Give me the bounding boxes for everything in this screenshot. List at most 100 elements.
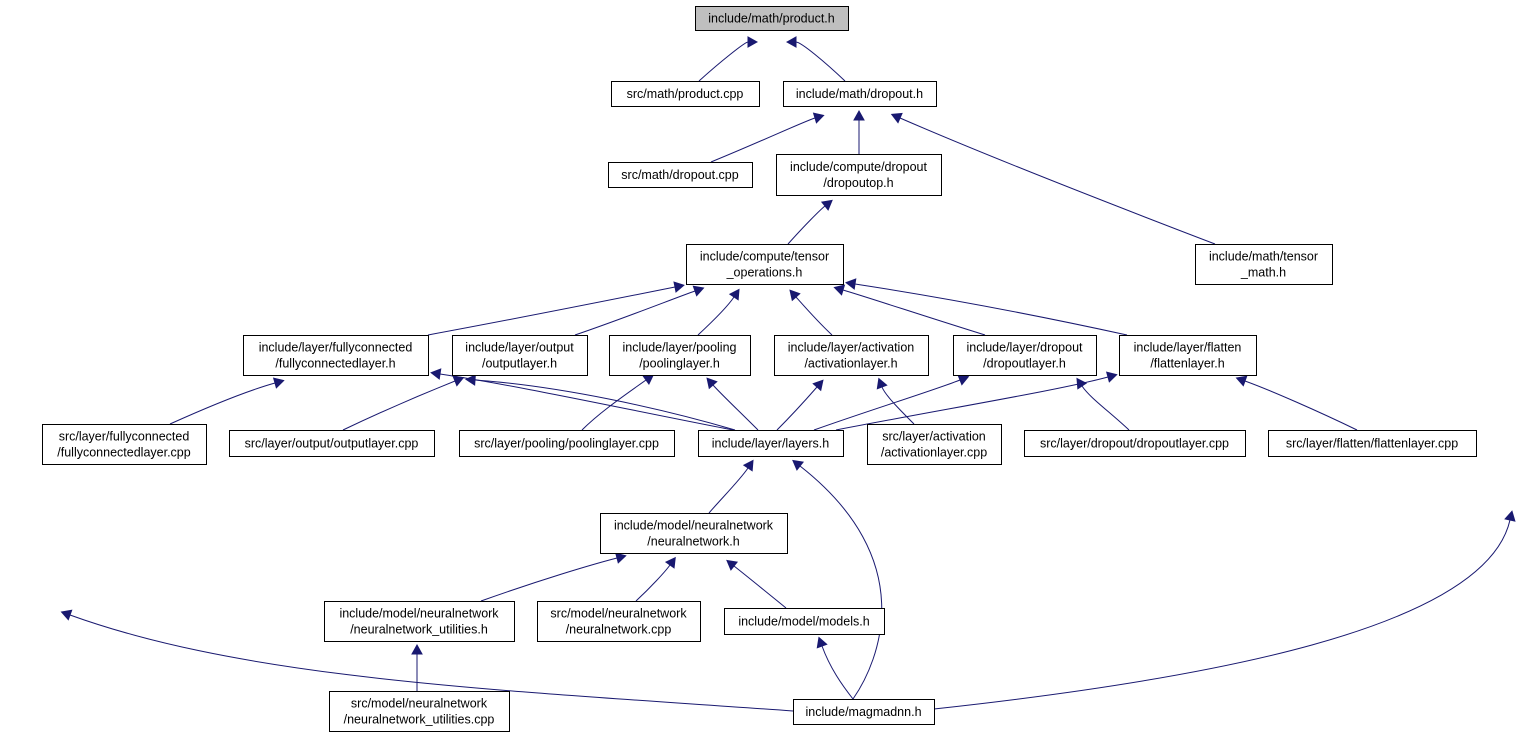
node-layers-h[interactable]: include/layer/layers.h xyxy=(698,430,844,457)
node-box xyxy=(459,430,675,457)
node-dropout-h[interactable]: include/math/dropout.h xyxy=(783,81,937,107)
node-label: _operations.h xyxy=(726,266,803,280)
edge-nn_utilities_cpp-to-nn_utilities_h xyxy=(411,643,423,692)
node-fc-layer-cpp[interactable]: src/layer/fullyconnected/fullyconnectedl… xyxy=(42,424,207,465)
node-output-layer-h[interactable]: include/layer/output/outputlayer.h xyxy=(452,335,588,376)
node-label: include/model/neuralnetwork xyxy=(614,519,774,533)
edge-dropoutop_h-to-dropout_h xyxy=(853,109,865,154)
arrowhead-icon xyxy=(792,459,805,471)
node-tensor-math-h[interactable]: include/math/tensor_math.h xyxy=(1195,244,1333,285)
node-pooling-layer-h[interactable]: include/layer/pooling/poolinglayer.h xyxy=(609,335,751,376)
node-box xyxy=(42,424,207,465)
node-nn-utilities-h[interactable]: include/model/neuralnetwork/neuralnetwor… xyxy=(324,601,515,642)
node-box xyxy=(686,244,844,285)
node-box xyxy=(774,335,929,376)
edge-fc_layer_h-to-tensor_ops_h xyxy=(427,281,685,336)
node-label: include/magmadnn.h xyxy=(805,705,921,719)
node-output-layer-cpp[interactable]: src/layer/output/outputlayer.cpp xyxy=(229,430,435,457)
edge-line xyxy=(795,296,833,336)
edge-dropout_layer_cpp-to-dropout_layer_h xyxy=(1076,377,1130,431)
node-label: include/model/neuralnetwork xyxy=(339,607,499,621)
node-box xyxy=(1268,430,1477,457)
edge-neuralnetwork_h-to-layers_h xyxy=(708,459,754,514)
edge-line xyxy=(708,467,749,514)
node-flatten-layer-h[interactable]: include/layer/flatten/flattenlayer.h xyxy=(1119,335,1257,376)
arrowhead-icon xyxy=(1105,371,1118,383)
node-fc-layer-h[interactable]: include/layer/fullyconnected/fullyconnec… xyxy=(243,335,429,376)
node-label: include/layer/flatten xyxy=(1134,341,1242,355)
node-models-h[interactable]: include/model/models.h xyxy=(724,608,885,635)
node-label: include/compute/tensor xyxy=(700,250,829,264)
edge-dropout_layer_h-to-tensor_ops_h xyxy=(833,284,986,336)
node-box xyxy=(1195,244,1333,285)
edge-dropout_cpp-to-dropout_h xyxy=(710,112,825,163)
edge-line xyxy=(69,614,794,712)
edge-magmadnn_h-to-tensor_ops_h xyxy=(60,609,794,712)
edge-line xyxy=(795,41,846,82)
node-dropout-layer-cpp[interactable]: src/layer/dropout/dropoutlayer.cpp xyxy=(1024,430,1246,457)
node-label: include/math/dropout.h xyxy=(796,87,923,101)
arrowhead-icon xyxy=(812,112,825,124)
node-label: /flattenlayer.h xyxy=(1150,357,1224,371)
edge-layers_h-to-flatten_layer_h xyxy=(835,371,1118,431)
node-label: /neuralnetwork_utilities.h xyxy=(350,623,488,637)
node-activation-layer-h[interactable]: include/layer/activation/activationlayer… xyxy=(774,335,929,376)
arrowhead-icon xyxy=(411,643,423,655)
arrowhead-icon xyxy=(1504,510,1516,522)
node-label: /fullyconnectedlayer.cpp xyxy=(57,446,190,460)
node-tensor-ops-h[interactable]: include/compute/tensor _operations.h xyxy=(686,244,844,285)
edge-line xyxy=(698,41,749,82)
arrowhead-icon xyxy=(876,377,888,390)
node-label: include/layer/pooling xyxy=(623,341,737,355)
node-product-cpp[interactable]: src/math/product.cpp xyxy=(611,81,760,107)
arrowhead-icon xyxy=(820,199,833,211)
edge-fc_layer_cpp-to-fc_layer_h xyxy=(169,377,285,425)
node-dropoutop-h[interactable]: include/compute/dropout/dropoutop.h xyxy=(776,154,942,196)
edge-line xyxy=(1244,380,1358,431)
node-label: include/math/product.h xyxy=(708,12,835,26)
arrowhead-icon xyxy=(785,36,797,48)
edge-line xyxy=(427,286,676,336)
node-magmadnn-h[interactable]: include/magmadnn.h xyxy=(793,699,935,725)
edge-magmadnn_h-to-models_h xyxy=(816,636,854,700)
node-product-h[interactable]: include/math/product.h xyxy=(695,6,849,31)
node-dropout-layer-h[interactable]: include/layer/dropout/dropoutlayer.h xyxy=(953,335,1097,376)
node-neuralnetwork-cpp[interactable]: src/model/neuralnetwork/neuralnetwork.cp… xyxy=(537,601,701,642)
node-pooling-layer-cpp[interactable]: src/layer/pooling/poolinglayer.cpp xyxy=(459,430,675,457)
arrowhead-icon xyxy=(728,288,740,301)
edge-line xyxy=(821,645,854,700)
arrowhead-icon xyxy=(615,552,627,564)
edge-output_layer_h-to-tensor_ops_h xyxy=(574,285,705,336)
node-box xyxy=(608,162,753,188)
edge-line xyxy=(854,283,1128,336)
node-activation-layer-cpp[interactable]: src/layer/activation/activationlayer.cpp xyxy=(867,424,1002,465)
edge-magmadnn_h-to-tensor_math_h xyxy=(933,510,1516,710)
node-box xyxy=(776,154,942,196)
edge-line xyxy=(933,519,1511,710)
arrowhead-icon xyxy=(272,377,285,389)
edge-line xyxy=(574,290,696,336)
edge-flatten_layer_cpp-to-flatten_layer_h xyxy=(1235,375,1358,431)
node-box xyxy=(724,608,885,635)
arrowhead-icon xyxy=(726,559,739,571)
nodes: include/math/product.h src/math/product.c… xyxy=(42,6,1477,732)
arrowhead-icon xyxy=(890,112,903,124)
node-flatten-layer-cpp[interactable]: src/layer/flatten/flattenlayer.cpp xyxy=(1268,430,1477,457)
node-box xyxy=(229,430,435,457)
node-label: include/layer/output xyxy=(465,341,574,355)
arrowhead-icon xyxy=(789,289,801,302)
edge-output_layer_cpp-to-output_layer_h xyxy=(342,375,465,431)
node-nn-utilities-cpp[interactable]: src/model/neuralnetwork/neuralnetwork_ut… xyxy=(329,691,510,732)
node-box xyxy=(324,601,515,642)
node-box xyxy=(452,335,588,376)
arrowhead-icon xyxy=(664,556,676,569)
edge-line xyxy=(342,380,456,431)
edge-line xyxy=(776,386,818,431)
edge-layers_h-to-dropout_layer_h xyxy=(813,374,970,431)
arrowhead-icon xyxy=(1235,375,1248,387)
node-label: src/math/dropout.cpp xyxy=(621,168,738,182)
node-dropout-cpp[interactable]: src/math/dropout.cpp xyxy=(608,162,753,188)
node-label: include/model/models.h xyxy=(738,615,869,629)
node-neuralnetwork-h[interactable]: include/model/neuralnetwork/neuralnetwor… xyxy=(600,513,788,554)
edge-line xyxy=(169,382,276,425)
